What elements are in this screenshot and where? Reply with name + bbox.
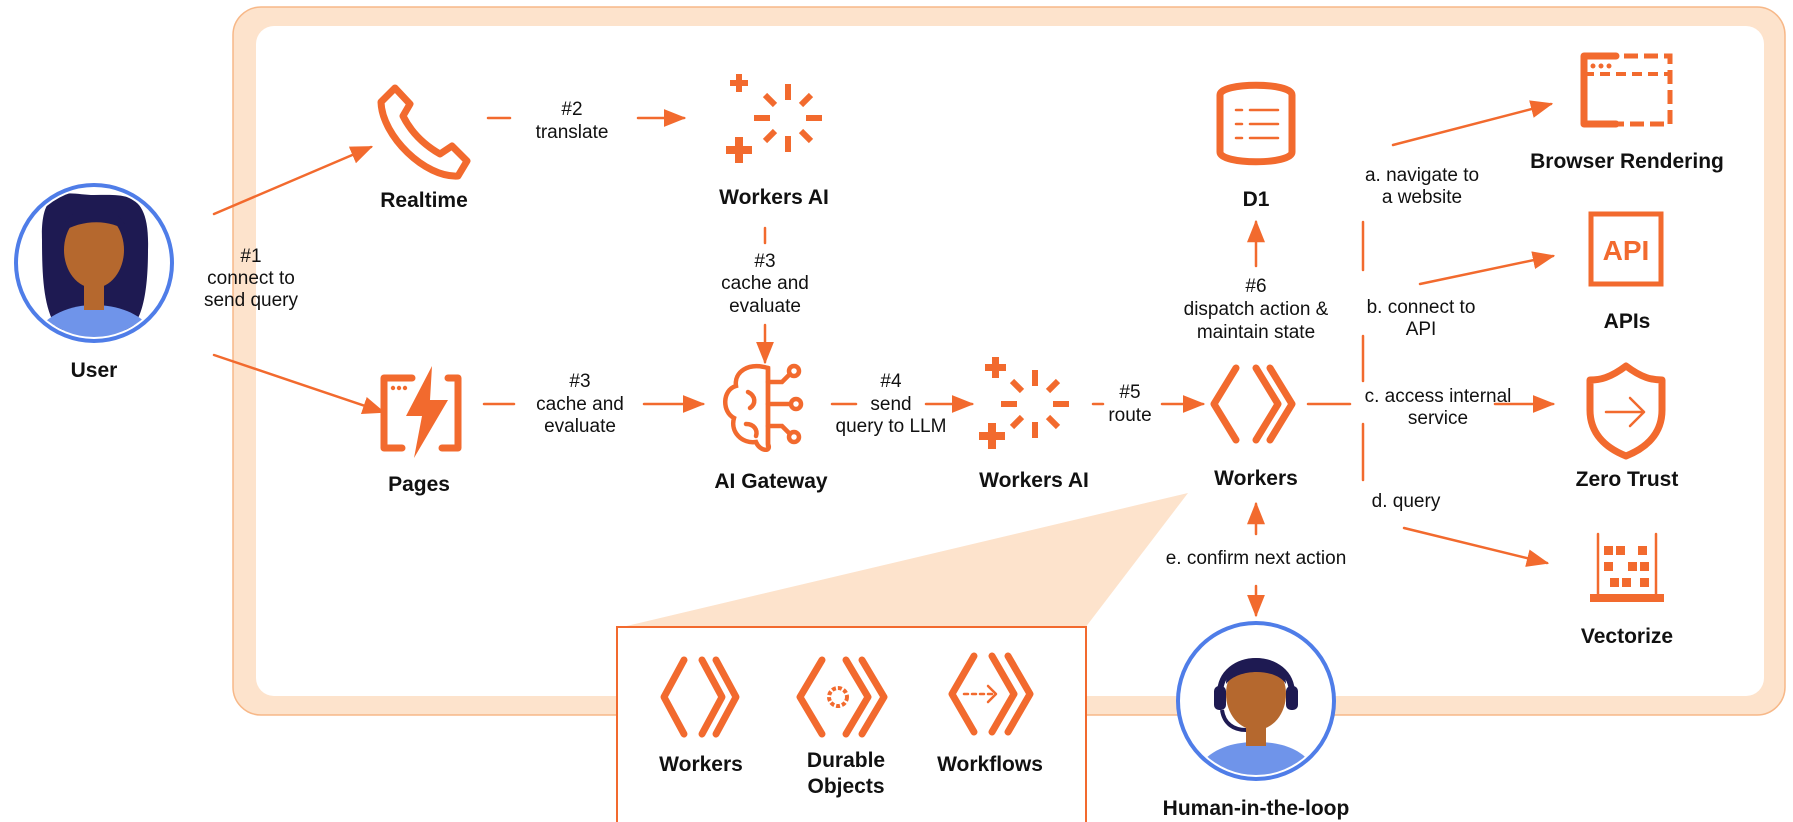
edge-vectorize xyxy=(1402,526,1550,567)
phone-icon xyxy=(377,84,471,180)
api-icon-text: API xyxy=(1603,235,1650,266)
vectorize-label: Vectorize xyxy=(1581,625,1673,648)
brain-icon xyxy=(723,363,804,452)
platform-frame-inner xyxy=(256,26,1764,696)
realtime-label: Realtime xyxy=(380,189,468,212)
shield-arrow-icon xyxy=(1586,362,1666,460)
inset-durable-objects-label-2: Objects xyxy=(807,775,884,798)
inset-workers-label: Workers xyxy=(659,753,743,776)
pages-bolt-icon xyxy=(380,366,462,458)
pages-label: Pages xyxy=(388,473,450,496)
workers-chevron-icon xyxy=(1210,364,1296,444)
edge-user-pages xyxy=(212,353,386,415)
inset-workflows-label: Workflows xyxy=(937,753,1043,776)
durable-objects-icon xyxy=(796,656,888,738)
inset-box: Workers Durable Objects Workflows xyxy=(616,626,1087,822)
inset-callout xyxy=(618,493,1188,628)
node-vectorize: Vectorize xyxy=(1581,532,1673,648)
edge-user-realtime xyxy=(212,145,374,216)
zero-trust-label: Zero Trust xyxy=(1576,468,1679,491)
node-workers-ai-top: Workers AI xyxy=(719,74,829,209)
node-zero-trust: Zero Trust xyxy=(1576,362,1679,491)
workflows-icon xyxy=(948,652,1034,736)
node-d1: D1 xyxy=(1216,81,1296,211)
workers-ai-top-label: Workers AI xyxy=(719,186,829,209)
workers-chevron-icon xyxy=(660,656,740,738)
edge-label-d: d. query xyxy=(1372,491,1441,512)
abacus-icon xyxy=(1590,532,1664,602)
node-apis: API APIs xyxy=(1588,211,1664,333)
node-browser-rendering: Browser Rendering xyxy=(1530,52,1724,173)
database-icon xyxy=(1216,81,1296,166)
workers-ai-mid-label: Workers AI xyxy=(979,469,1089,492)
sparkle-icon xyxy=(726,74,822,163)
edges xyxy=(212,100,1556,618)
node-ai-gateway: AI Gateway xyxy=(714,363,828,493)
node-workers-ai-mid: Workers AI xyxy=(979,357,1089,492)
edge-apis xyxy=(1418,251,1556,286)
browser-window-icon xyxy=(1580,52,1673,128)
node-realtime: Realtime xyxy=(377,84,471,212)
ai-gateway-label: AI Gateway xyxy=(714,470,828,493)
node-workers: Workers xyxy=(1210,364,1298,490)
node-pages: Pages xyxy=(380,366,462,496)
workers-label: Workers xyxy=(1214,467,1298,490)
human-label: Human-in-the-loop xyxy=(1163,797,1350,820)
apis-label: APIs xyxy=(1604,310,1651,333)
browser-rendering-label: Browser Rendering xyxy=(1530,150,1724,173)
sparkle-icon xyxy=(979,357,1069,449)
inset-durable-objects-label-1: Durable xyxy=(807,749,885,772)
user-label: User xyxy=(71,359,118,382)
node-user: User xyxy=(14,183,174,382)
edge-label-e: e. confirm next action xyxy=(1166,548,1347,569)
d1-label: D1 xyxy=(1243,188,1270,211)
edge-browser xyxy=(1391,100,1554,147)
api-icon xyxy=(1588,211,1664,287)
